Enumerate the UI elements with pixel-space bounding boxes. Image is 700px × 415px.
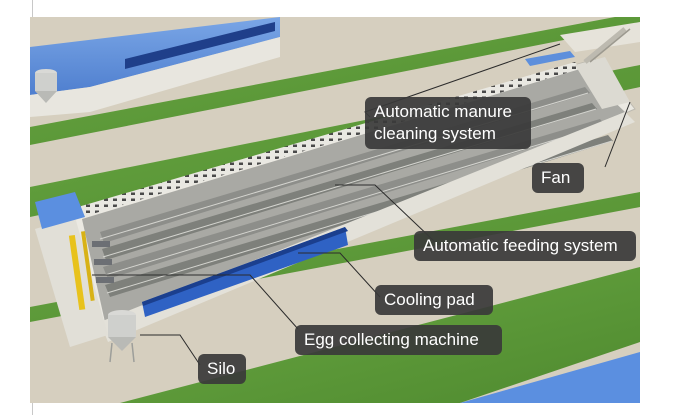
background-house-cooling-pad: [125, 22, 275, 69]
label-manure-line2: cleaning system: [374, 124, 496, 143]
background-house-end: [560, 22, 640, 52]
leader-cooling: [298, 252, 381, 298]
background-house-wall: [30, 37, 280, 117]
edge-line-top: [32, 0, 33, 17]
fan-end-equipment: [575, 27, 631, 109]
edge-line-bottom: [32, 403, 33, 415]
label-manure-line1: Automatic manure: [374, 102, 512, 121]
background-silo: [35, 69, 57, 103]
label-silo: Silo: [198, 354, 246, 384]
leader-silo: [140, 334, 201, 366]
label-fan: Fan: [532, 163, 584, 193]
leader-feeding: [335, 184, 436, 243]
label-manure-cleaning: Automatic manure cleaning system: [365, 97, 531, 149]
next-house-roof: [460, 352, 640, 403]
grass-strip-1: [30, 17, 640, 145]
background-roof-end: [525, 51, 575, 66]
leader-fan: [604, 101, 631, 168]
main-house-gable: [35, 192, 85, 229]
label-feeding-system: Automatic feeding system: [414, 231, 636, 261]
main-house-end-wall: [35, 217, 108, 347]
silo-illustration: [108, 310, 136, 363]
leader-egg: [92, 274, 299, 330]
label-egg-collecting: Egg collecting machine: [295, 325, 502, 355]
label-cooling-pad: Cooling pad: [375, 285, 493, 315]
egg-collector-equipment: [68, 231, 114, 311]
